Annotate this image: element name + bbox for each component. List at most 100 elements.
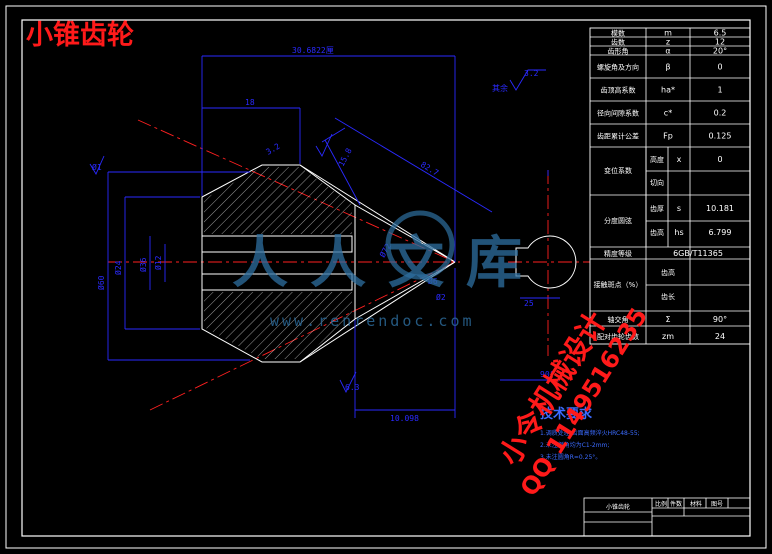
param-name-3: 螺旋角及方向	[597, 63, 639, 72]
watermark-brand-group: 人人文库 www.renrendoc.com	[232, 210, 544, 330]
parameter-table: 模数 m 6.5 齿数 z 12 齿形角 α 20° 螺旋角及方向 β 0 齿顶高系数 ha* 1 径向间隙系…	[589, 27, 751, 345]
ref-left-text: Ø1	[92, 162, 102, 172]
param-shift-sub1: 高度	[650, 155, 664, 164]
param-chord-sym2: hs	[674, 228, 683, 237]
tech-req-item-2: 2.未注倒角均为C1-2mm;	[540, 441, 609, 449]
title-block-part-name: 小锥齿轮	[606, 503, 630, 511]
param-mating-symbol: zm	[662, 332, 674, 341]
ref-mid-a-text: Ø6	[428, 276, 438, 286]
face-upper-line	[299, 164, 456, 263]
param-name-6: 齿距累计公差	[597, 132, 639, 141]
hatch-lower	[204, 292, 352, 359]
param-chord-val2: 6.799	[709, 228, 732, 237]
dim-inner-b-text: Ø36	[138, 257, 148, 272]
rest-text: 其余	[492, 83, 508, 93]
dim-face	[324, 139, 361, 206]
roughness-mid-text: 6.3	[345, 383, 360, 392]
param-name-5: 径向间隙系数	[597, 109, 639, 118]
param-name-0: 模数	[611, 29, 625, 38]
side-view	[515, 235, 577, 289]
roughness-topleft-text: 3.2	[265, 142, 282, 157]
dim-left-text: Ø60	[96, 275, 106, 290]
roughness-symbol-face	[315, 133, 333, 157]
param-shaft-symbol: Σ	[665, 315, 670, 324]
watermark-site: www.renrendoc.com	[270, 312, 475, 330]
root-upper-line	[354, 204, 456, 263]
title-block	[583, 497, 751, 537]
pitch-cone-upper	[137, 119, 456, 263]
param-symbol-4: ha*	[661, 86, 675, 95]
param-value-6: 0.125	[709, 132, 732, 141]
param-name-2: 齿形角	[608, 47, 629, 56]
watermark-logo-icon	[385, 210, 455, 280]
title-block-h4: 图号	[711, 501, 723, 508]
hub-circle	[515, 235, 577, 289]
param-symbol-3: β	[665, 63, 670, 72]
dim-bottom-text: 10.098	[390, 414, 419, 423]
param-table-frame	[589, 27, 751, 345]
dimensions	[107, 55, 560, 418]
dim-slant	[334, 117, 493, 213]
bore-upper-rect	[201, 235, 353, 253]
tech-req-heading: 技术要求	[540, 406, 593, 422]
dim-small-right-text: 25	[524, 299, 534, 308]
roughness-symbols	[89, 69, 546, 394]
dim-step-text: 18	[245, 98, 255, 107]
param-shift-val1: 0	[717, 155, 722, 164]
param-name-1: 齿数	[611, 38, 625, 47]
param-value-3: 0	[717, 63, 722, 72]
bore-lower-rect	[201, 273, 353, 291]
drawing-title: 小锥齿轮	[26, 20, 134, 51]
outer-frame	[5, 5, 767, 549]
title-block-h3: 材料	[690, 500, 702, 508]
face-lower-line	[299, 261, 456, 363]
param-value-5: 0.2	[714, 109, 727, 118]
param-value-4: 1	[717, 86, 722, 95]
watermark-brand: 人人文库	[232, 231, 544, 296]
param-symbol-2: α	[665, 47, 670, 56]
param-value-0: 6.5	[714, 29, 727, 38]
param-symbol-0: m	[664, 29, 672, 38]
param-chord-sub2: 齿高	[650, 228, 664, 237]
roughness-top-text: 3.2	[524, 69, 539, 78]
param-symbol-1: z	[666, 38, 670, 47]
param-value-1: 12	[715, 38, 725, 47]
dim-tail-text: 90°	[540, 370, 554, 379]
param-shaft-name: 轴交角	[608, 315, 629, 324]
param-mating-value: 24	[715, 332, 725, 341]
ref-mid-b-text: Ø2	[436, 292, 446, 302]
param-shift-sym1: x	[677, 155, 682, 164]
param-symbol-6: Fp	[663, 132, 673, 141]
param-accuracy-name: 精度等级	[604, 249, 632, 258]
roughness-symbol-bottom	[339, 371, 357, 394]
param-shaft-value: 90°	[713, 315, 727, 324]
param-symbol-5: c*	[664, 109, 672, 118]
title-block-h1: 比例	[655, 500, 667, 508]
param-contact-sub2: 齿长	[661, 292, 675, 301]
dim-inner-a-text: Ø24	[113, 260, 123, 275]
param-shift-sub2: 切向	[650, 178, 664, 187]
title-block-h2: 件数	[670, 500, 682, 508]
param-chord-name: 分度圆弦	[604, 216, 632, 225]
tech-req-item-1: 1.调质处理 齿面高频淬火HRC48-55;	[540, 429, 640, 437]
param-shift-name: 变位系数	[604, 166, 632, 175]
roughness-symbol-left	[89, 155, 105, 175]
param-mating-name: 配对齿轮齿数	[597, 332, 639, 341]
param-contact-sub1: 齿高	[661, 268, 675, 277]
roughness-symbol-top	[509, 69, 546, 91]
param-chord-val1: 10.181	[706, 204, 734, 213]
param-name-4: 齿顶高系数	[601, 86, 636, 95]
tech-req-item-3: 3.未注圆角R=0.25°。	[540, 453, 601, 461]
gear-body	[201, 164, 456, 363]
hatch-upper	[204, 167, 352, 234]
param-contact-name: 接触斑点（%）	[594, 280, 643, 289]
dim-top-text: 30.6822厘	[292, 46, 334, 55]
dim-inner-c-text: Ø12	[153, 255, 163, 270]
param-accuracy-value: 6GB/T11365	[673, 249, 723, 258]
dim-face-text: 15.8	[337, 147, 354, 168]
param-value-2: 20°	[713, 47, 727, 56]
param-chord-sub1: 齿厚	[650, 205, 664, 213]
param-chord-sym1: s	[677, 204, 681, 213]
